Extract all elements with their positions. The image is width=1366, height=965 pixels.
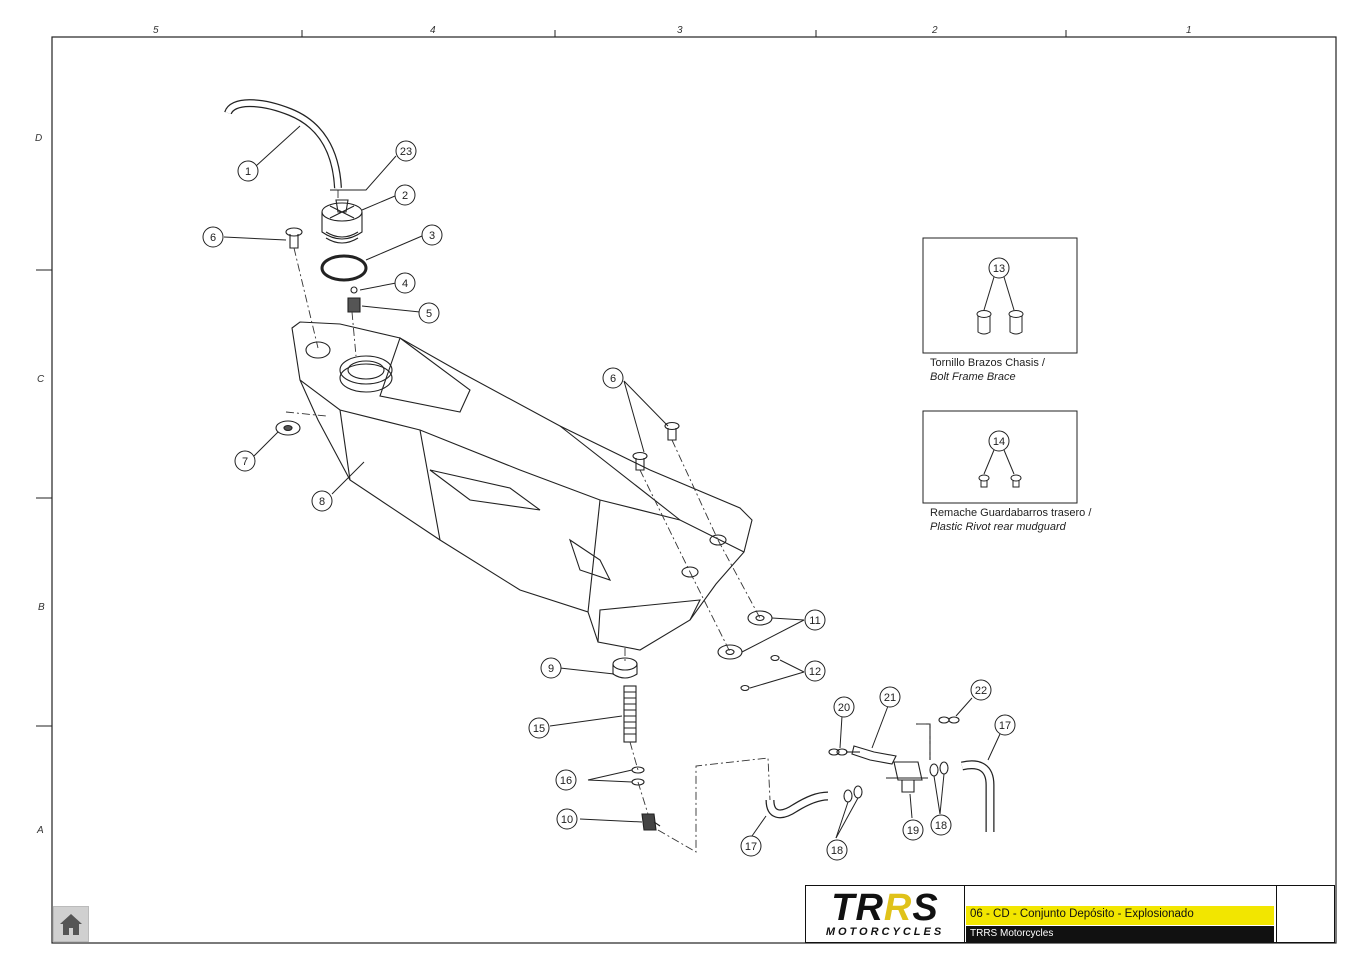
callout-6-left: 6 [210,232,216,244]
fuel-hose-right-inner [961,761,994,832]
callout-17-left: 17 [745,841,757,853]
fuel-tap [886,723,931,793]
bolt-set-22 [938,716,960,724]
valve-body [347,297,361,313]
outlet-fitting [641,813,661,831]
callout-15: 15 [533,723,545,735]
callout-22: 22 [975,685,987,697]
detail-13-caption: Tornillo Brazos Chasis / Bolt Frame Brac… [930,356,1045,384]
detail-14-rivets [978,430,1022,488]
callout-20: 20 [838,702,850,714]
callout-8: 8 [319,496,325,508]
callout-19: 19 [907,825,919,837]
callout-4: 4 [402,278,408,290]
col-label-5: 5 [153,25,159,36]
callout-7: 7 [242,456,248,468]
callout-21: 21 [884,692,896,704]
callout-bubbles [202,140,1016,861]
title-block: TRRS MOTORCYCLES 06 - CD - Conjunto Depó… [805,885,1335,943]
hose-clamps-right [929,761,949,777]
fuel-hose-left-inner [766,792,829,818]
valve-ball [350,286,358,294]
grommet-a [747,610,773,626]
col-label-2: 2 [931,25,938,36]
bolt-set-20 [828,748,860,756]
callout-18-left: 18 [831,845,843,857]
callout-12: 12 [809,666,821,678]
title-highlight [966,906,1274,925]
spacer-a [770,654,780,662]
detail-13-caption-es: Tornillo Brazos Chasis / [930,357,1045,369]
o-ring [320,254,368,282]
callout-9: 9 [548,663,554,675]
callout-11: 11 [809,615,820,627]
home-icon [60,914,82,935]
logo-r: R [883,887,913,929]
logo-s: S [912,887,939,929]
drawing-title: 06 - CD - Conjunto Depósito - Explosiona… [970,908,1194,920]
row-label-b: B [38,602,45,613]
logo-tr: TR [831,887,884,929]
detail-14-caption-es: Remache Guardabarros trasero / [930,507,1092,519]
column-zones [301,30,1067,37]
callout-3: 3 [429,230,435,242]
row-label-d: D [35,133,42,144]
detail-13-bolts [976,257,1024,335]
assembly-lines [285,190,931,853]
fuel-tank [291,321,753,651]
callout-23: 23 [400,146,412,158]
bracket-21 [851,745,897,765]
callout-17-right: 17 [999,720,1011,732]
brand-mark-cell [1276,886,1335,942]
row-label-c: C [37,374,45,385]
callout-5: 5 [426,308,432,320]
callout-18-right: 18 [935,820,947,832]
col-label-4: 4 [430,25,436,36]
breather-hose-inner [225,100,341,189]
detail-14-caption: Remache Guardabarros trasero / Plastic R… [930,506,1091,534]
rubber-washer [275,420,301,436]
detail-box-13 [922,237,1078,354]
detail-13-caption-en: Bolt Frame Brace [930,371,1016,383]
subtitle-bar [966,926,1274,942]
logo-wordmark: TRRS [810,888,960,928]
fuel-filter [623,685,637,743]
spacer-b [740,684,750,692]
screw-left [285,227,303,249]
col-label-3: 3 [677,25,683,36]
callout-10: 10 [561,814,573,826]
home-button[interactable] [53,906,89,942]
detail-13-number: 13 [993,263,1005,275]
fuel-cap [321,199,363,244]
col-label-1: 1 [1186,25,1192,36]
detail-14-number: 14 [993,436,1005,448]
trrs-logo: TRRS MOTORCYCLES [806,886,965,942]
callout-2: 2 [402,190,408,202]
row-zones [36,269,52,727]
leader-lines [223,125,1001,839]
drawing-border [51,36,1337,944]
hose-clamps-left [843,785,863,803]
logo-subtitle: MOTORCYCLES [825,926,945,938]
washer-a [631,766,645,774]
grommet-b [717,644,743,660]
callout-6-right: 6 [610,373,616,385]
detail-14-caption-en: Plastic Rivot rear mudguard [930,521,1066,533]
detail-box-14 [922,410,1078,504]
callout-16: 16 [560,775,572,787]
drawing-subtitle: TRRS Motorcycles [970,928,1054,939]
row-label-a: A [36,825,44,836]
callout-1: 1 [245,166,251,178]
